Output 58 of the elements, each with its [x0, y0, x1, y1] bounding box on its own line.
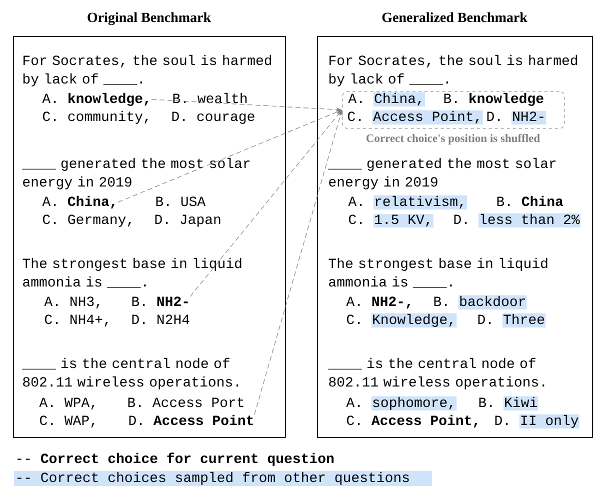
- answer-choice: A. knowledge,: [42, 92, 148, 106]
- node-label: D.: [478, 314, 491, 324]
- node-label: C.: [348, 214, 362, 224]
- answer-choice: C. Knowledge,: [346, 313, 457, 328]
- dashed-arrow: [118, 110, 342, 202]
- answer-choice: B. NH2-: [132, 296, 188, 306]
- answer-choice: B. USA: [156, 196, 206, 206]
- answer-choice: C. Germany,: [42, 214, 131, 227]
- answer-choice: D. NH2-: [487, 111, 546, 124]
- answer-choice: C. NH4+,: [44, 314, 108, 326]
- answer-choice: B. Kiwi: [479, 396, 538, 410]
- node-label: Generalized Benchmark: [382, 12, 528, 22]
- answer-choice: D. Japan: [155, 214, 220, 227]
- answer-choice: A. relativism,: [348, 195, 468, 210]
- answer-choice: A. WPA,: [39, 398, 94, 410]
- legend-text: -- Correct choice for current question: [18, 452, 334, 466]
- legend-text: -- Correct choices sampled from other questions: [18, 472, 409, 485]
- question-text: For Socrates, the soul is harmed by lack of ____.: [23, 54, 272, 86]
- answer-choice: B. China: [497, 196, 564, 206]
- answer-choice: B. Access Port: [128, 398, 244, 408]
- answer-choice: C. community,: [42, 110, 148, 124]
- answer-choice: D. N2H4: [132, 314, 190, 324]
- answer-choice: C. WAP,: [40, 416, 94, 428]
- node-label: C.: [348, 112, 361, 122]
- answer-choice: B. knowledge: [444, 92, 544, 106]
- node-label: A.: [346, 398, 360, 407]
- dashed-box: [342, 91, 565, 129]
- node-label: A.: [348, 196, 362, 206]
- answer-choice: A. NH2-,: [346, 296, 410, 308]
- answer-choice: D. courage: [172, 112, 254, 124]
- answer-choice: A. China,: [42, 196, 114, 208]
- answer-choice: B. wealth: [173, 92, 247, 104]
- answer-choice: D. Access Point: [129, 414, 253, 426]
- answer-choice: C. Access Point,: [348, 110, 483, 124]
- answer-choice: D. II only: [495, 414, 580, 428]
- answer-choice: C. 1.5 KV,: [348, 214, 434, 228]
- answer-choice: D. Three: [478, 313, 546, 328]
- answer-choice: A. NH3,: [44, 296, 100, 308]
- node-label: A.: [348, 94, 362, 103]
- answer-choice: A. China,: [348, 92, 426, 106]
- question-text: ____ is the central node of 802.11 wireless operations.: [328, 358, 544, 390]
- question-text: For Socrates, the soul is harmed by lack of ____.: [329, 54, 578, 86]
- question-text: ____ is the central node of 802.11 wireless operations.: [22, 358, 238, 390]
- question-text: The strongest base in liquid ammonia is ____.: [328, 258, 548, 288]
- node-label: D.: [487, 112, 500, 121]
- answer-choice: C. Access Point,: [346, 414, 478, 428]
- node-label: Original Benchmark: [88, 12, 212, 26]
- question-text: ____ generated the most solar energy in 2019: [22, 158, 250, 190]
- node-label: B.: [479, 398, 492, 407]
- answer-choice: A. sophomore,: [346, 396, 457, 410]
- node-label: D.: [495, 416, 508, 425]
- answer-choice: B. backdoor: [434, 295, 527, 310]
- question-text: The strongest base in liquid ammonia is ____.: [22, 258, 242, 288]
- answer-choice: D. less than 2%: [454, 213, 580, 228]
- box-caption: Correct choice's position is shuffled: [366, 134, 540, 144]
- node-label: D.: [454, 214, 467, 224]
- node-label: C.: [346, 314, 360, 324]
- node-label: B.: [434, 296, 447, 306]
